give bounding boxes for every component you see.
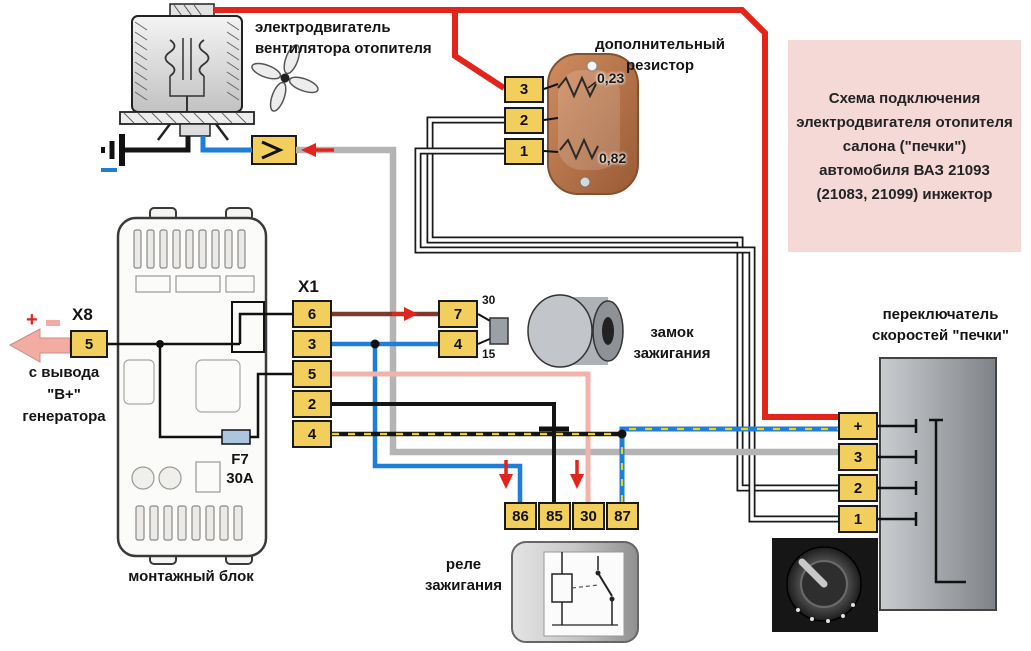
relay-pin-85: 85 bbox=[538, 502, 571, 530]
motor-label: электродвигатель вентилятора отопителя bbox=[255, 19, 432, 57]
ignition-pin-7: 7 bbox=[438, 300, 478, 328]
wire-internal-to-fuse bbox=[158, 344, 222, 439]
x1-pin-4: 4 bbox=[292, 420, 332, 448]
switch-pin-1: 1 bbox=[838, 505, 878, 533]
wire-red bbox=[214, 7, 838, 420]
flow-arrow-right bbox=[404, 307, 418, 321]
ignition-pin-4: 4 bbox=[438, 330, 478, 358]
wire-gray bbox=[296, 146, 838, 456]
x1-pin-6: 6 bbox=[292, 300, 332, 328]
wire-white-1 bbox=[426, 116, 838, 492]
resistor-value-top: 0,23 bbox=[597, 70, 625, 86]
relay-pin-30: 30 bbox=[572, 502, 605, 530]
wire-blue-branch bbox=[372, 344, 523, 502]
fuse-label: F7 30A bbox=[226, 451, 254, 487]
block-internal-wires bbox=[108, 312, 292, 439]
x1-pin-2: 2 bbox=[292, 390, 332, 418]
resistor-value-bottom: 0,82 bbox=[599, 150, 627, 166]
ground-symbol-motor bbox=[101, 134, 125, 166]
generator-feed-arrow bbox=[8, 328, 71, 363]
flow-arrow-left bbox=[301, 143, 316, 157]
x1-pin-5: 5 bbox=[292, 360, 332, 388]
terminal-30-label: 30 bbox=[482, 293, 496, 307]
resistor-element-symbol bbox=[559, 137, 599, 161]
fan-icon bbox=[251, 44, 319, 112]
wire-pink bbox=[332, 371, 591, 502]
junction-dot bbox=[156, 340, 164, 348]
heater-switch-label: переключатель скоростей "печки" bbox=[871, 306, 1010, 344]
relay-pin-87: 87 bbox=[606, 502, 639, 530]
coil-symbol bbox=[198, 39, 210, 77]
motor-connector bbox=[251, 135, 297, 165]
x1-pin-3: 3 bbox=[292, 330, 332, 358]
wire-black bbox=[332, 402, 556, 502]
mount-hole bbox=[586, 60, 598, 72]
switch-pin-3: 3 bbox=[838, 443, 878, 471]
ignition-relay-label: реле зажигания bbox=[424, 556, 503, 594]
polarity-dash bbox=[46, 320, 60, 326]
resistor-pin-2: 2 bbox=[504, 107, 544, 134]
heater-switch-drawing bbox=[878, 357, 997, 611]
wire-internal-fuse-out bbox=[250, 372, 292, 439]
fuse-box-label: монтажный блок bbox=[128, 568, 254, 585]
resistor-pin-3: 3 bbox=[504, 76, 544, 103]
resistor-label: дополнительный резистор bbox=[595, 36, 725, 74]
resistor-drawing bbox=[543, 53, 639, 195]
ignition-lock-drawing bbox=[477, 294, 624, 368]
relay-pin-86: 86 bbox=[504, 502, 537, 530]
wire-motor-blue bbox=[200, 136, 252, 153]
relay-contact-symbol bbox=[597, 572, 613, 597]
scheme-title-box: Схема подключения электродвигателя отопи… bbox=[788, 40, 1021, 252]
x8-label: X8 bbox=[72, 305, 93, 324]
fuse-box-details bbox=[123, 229, 255, 541]
generator-label: с вывода "В+" генератора bbox=[22, 364, 106, 425]
flow-arrow-down bbox=[499, 474, 513, 489]
wire-motor-ground bbox=[122, 136, 191, 153]
wire-internal-to-pin6 bbox=[238, 312, 292, 344]
ignition-lock-label: замок зажигания bbox=[633, 324, 711, 362]
connector-chevron-icon bbox=[261, 140, 284, 160]
ignition-relay-drawing bbox=[511, 541, 639, 643]
block-connector-outline bbox=[231, 301, 265, 353]
switch-knob-drawing bbox=[772, 538, 878, 632]
switch-pin-plus: + bbox=[838, 412, 878, 440]
wire-white-2 bbox=[414, 147, 838, 523]
x8-pin-5: 5 bbox=[70, 330, 108, 358]
fuse-f7 bbox=[221, 429, 251, 445]
resistor-pin-1: 1 bbox=[504, 138, 544, 165]
mount-hole bbox=[579, 176, 591, 188]
resistor-element-symbol bbox=[557, 75, 597, 99]
junction-dot bbox=[370, 339, 380, 349]
terminal-15-label: 15 bbox=[482, 347, 496, 361]
wire-blue-yellow bbox=[619, 426, 838, 502]
coil-symbol bbox=[164, 39, 176, 77]
switch-pin-2: 2 bbox=[838, 474, 878, 502]
keyhole bbox=[602, 317, 614, 345]
junction-dot bbox=[617, 429, 627, 439]
x1-label: X1 bbox=[298, 277, 319, 296]
plus-sign: + bbox=[26, 309, 38, 331]
flow-arrow-down bbox=[570, 474, 584, 489]
flow-arrows bbox=[301, 143, 584, 489]
fuse-box-drawing bbox=[116, 207, 268, 565]
knob-pointer bbox=[798, 558, 828, 588]
